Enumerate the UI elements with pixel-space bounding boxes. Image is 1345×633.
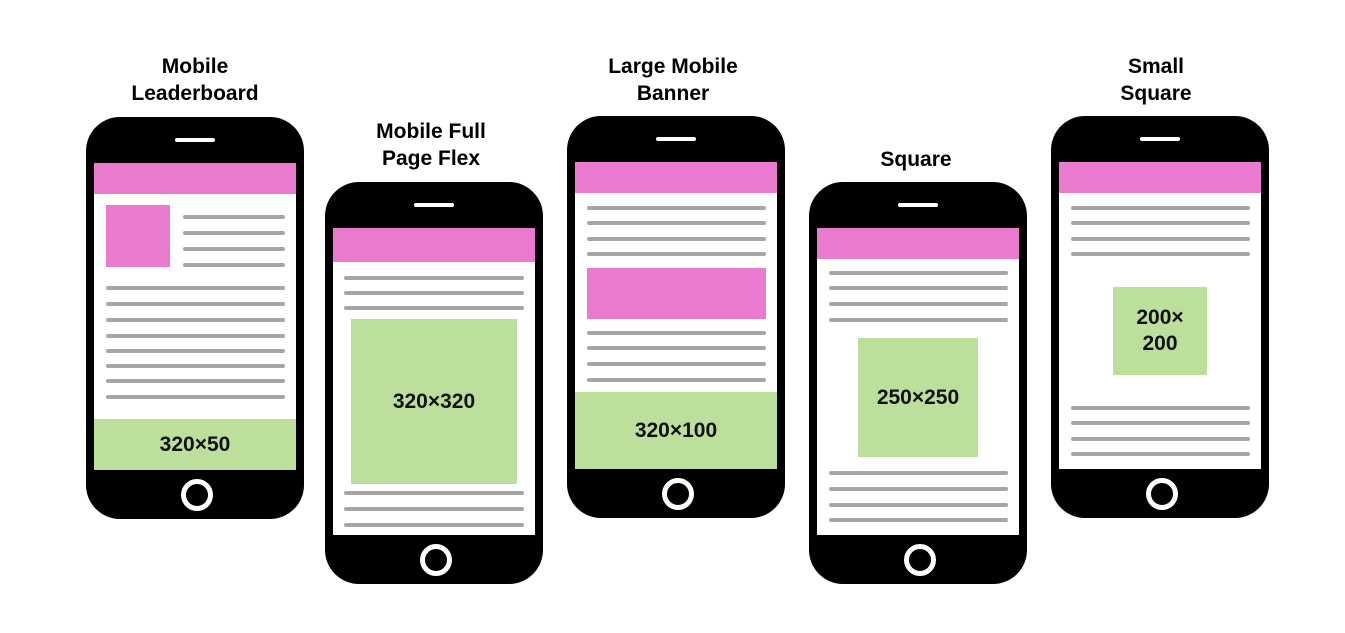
home-button: [1146, 478, 1178, 510]
phone-square: 250×250: [809, 182, 1027, 584]
phone-large-mobile-banner: 320×100: [567, 116, 785, 518]
speaker-slot: [414, 203, 454, 207]
phone-mobile-full-page-flex: 320×320: [325, 182, 543, 584]
text-line: [829, 318, 1008, 322]
speaker-slot: [656, 137, 696, 141]
phone-mobile-leaderboard: 320×50: [86, 117, 304, 519]
header-banner: [817, 228, 1019, 259]
text-line: [829, 487, 1008, 491]
phone-title-mobile-leaderboard: Mobile Leaderboard: [131, 55, 259, 105]
header-banner: [94, 163, 296, 194]
phone-screen: 320×50: [94, 163, 296, 470]
text-line: [344, 523, 524, 527]
text-line: [1071, 421, 1250, 425]
text-line: [106, 395, 285, 399]
text-line: [587, 331, 766, 335]
text-line: [183, 215, 285, 219]
text-line: [106, 379, 285, 383]
phone-title-small-square: Small Square: [1120, 55, 1192, 105]
text-line: [587, 237, 766, 241]
image-placeholder: [106, 205, 170, 267]
text-line: [1071, 252, 1250, 256]
text-line: [106, 302, 285, 306]
ad-unit-200x200: 200× 200: [1113, 287, 1207, 375]
ad-unit-320x100: 320×100: [575, 392, 777, 469]
text-line: [344, 507, 524, 511]
text-line: [587, 378, 766, 382]
text-line: [183, 263, 285, 267]
text-line: [829, 503, 1008, 507]
text-line: [106, 334, 285, 338]
home-button: [904, 544, 936, 576]
home-button: [420, 544, 452, 576]
ad-unit-320x320: 320×320: [351, 319, 517, 484]
phone-small-square: 200× 200: [1051, 116, 1269, 518]
phone-screen: 320×320: [333, 228, 535, 535]
text-line: [344, 276, 524, 280]
header-banner: [575, 162, 777, 193]
phone-title-square: Square: [880, 148, 952, 171]
text-line: [183, 231, 285, 235]
speaker-slot: [1140, 137, 1180, 141]
ad-unit-320x50: 320×50: [94, 419, 296, 470]
text-line: [106, 364, 285, 368]
text-line: [344, 291, 524, 295]
text-line: [1071, 206, 1250, 210]
phone-screen: 250×250: [817, 228, 1019, 535]
phone-screen: 200× 200: [1059, 162, 1261, 469]
text-line: [1071, 237, 1250, 241]
inline-banner-placeholder: [587, 268, 766, 319]
home-button: [662, 478, 694, 510]
text-line: [1071, 406, 1250, 410]
header-banner: [1059, 162, 1261, 193]
speaker-slot: [175, 138, 215, 142]
text-line: [106, 349, 285, 353]
text-line: [1071, 221, 1250, 225]
text-line: [344, 306, 524, 310]
home-button: [181, 479, 213, 511]
text-line: [829, 286, 1008, 290]
text-line: [587, 346, 766, 350]
phone-title-large-mobile-banner: Large Mobile Banner: [608, 55, 738, 105]
text-line: [829, 518, 1008, 522]
text-line: [829, 271, 1008, 275]
text-line: [587, 252, 766, 256]
speaker-slot: [898, 203, 938, 207]
text-line: [1071, 452, 1250, 456]
ad-unit-250x250: 250×250: [858, 338, 978, 457]
text-line: [106, 286, 285, 290]
text-line: [587, 221, 766, 225]
text-line: [106, 318, 285, 322]
phone-screen: 320×100: [575, 162, 777, 469]
text-line: [829, 471, 1008, 475]
text-line: [344, 491, 524, 495]
text-line: [183, 247, 285, 251]
phone-title-mobile-full-page-flex: Mobile Full Page Flex: [376, 120, 486, 170]
text-line: [829, 302, 1008, 306]
header-banner: [333, 228, 535, 262]
text-line: [587, 206, 766, 210]
text-line: [1071, 437, 1250, 441]
text-line: [587, 362, 766, 366]
